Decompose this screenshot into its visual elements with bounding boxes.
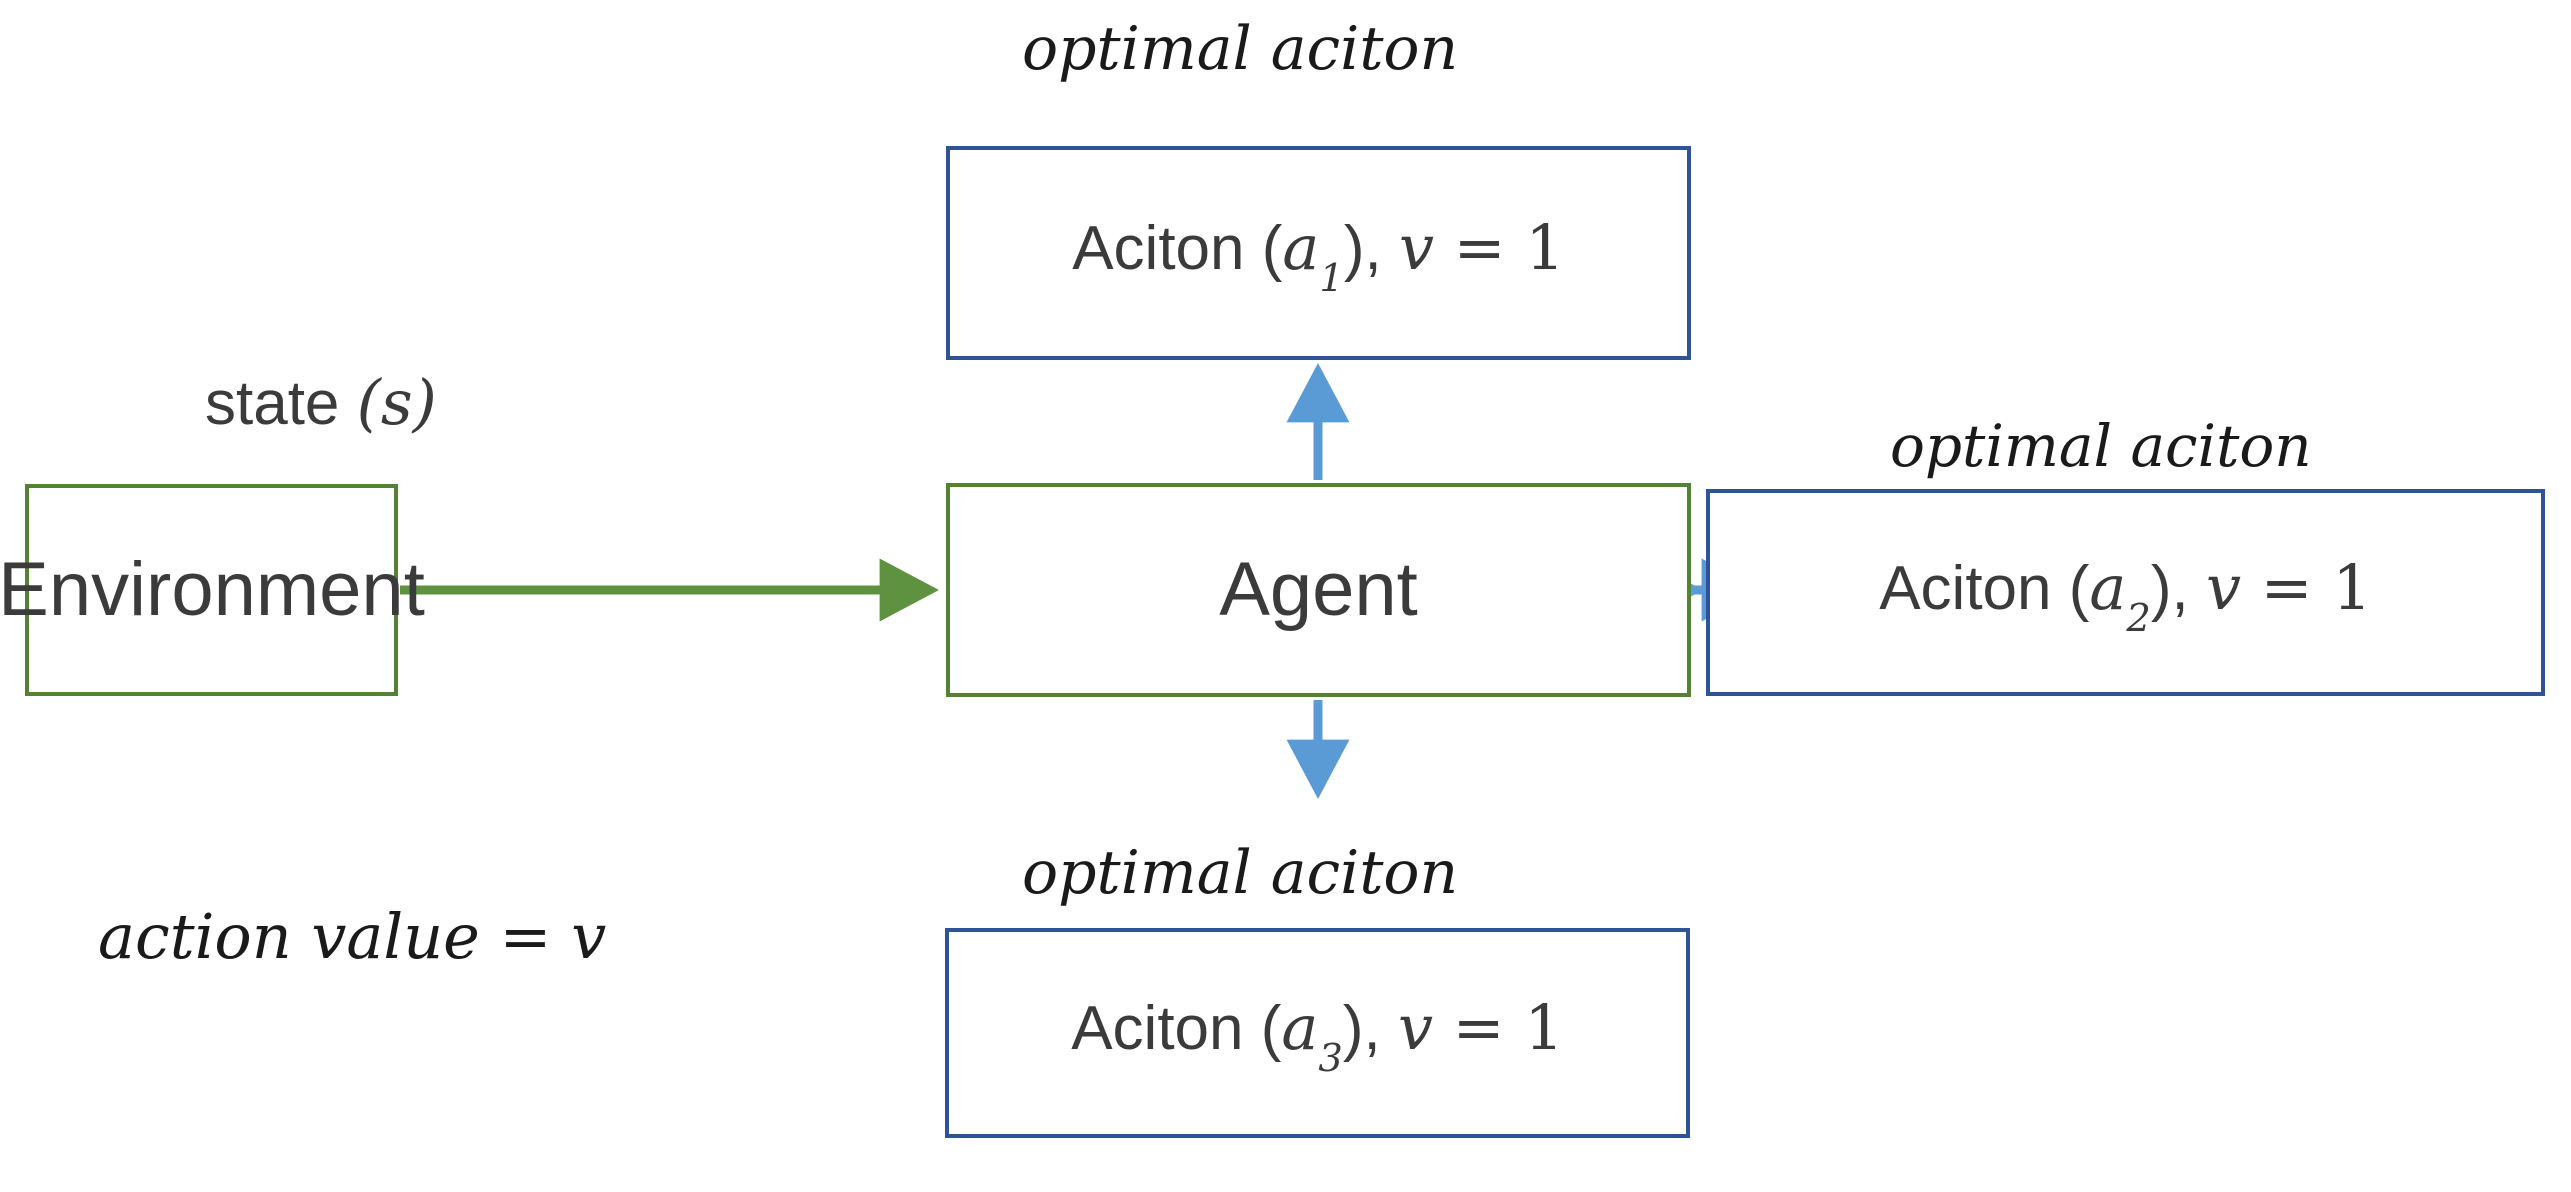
action-2-symbol: a (2089, 550, 2127, 624)
action-3-value: 1 (1524, 991, 1564, 1065)
optimal-action-caption-top: optimal aciton (1022, 14, 1459, 84)
node-environment-label: Environment (0, 547, 425, 633)
state-label-word: state (205, 369, 340, 438)
action-1-suffix: ), (1343, 214, 1399, 284)
action-1-value: 1 (1525, 211, 1565, 285)
action-value-legend-equals: = (479, 900, 572, 973)
optimal-action-caption-right: optimal aciton (1890, 412, 2312, 480)
action-2-prefix: Aciton ( (1879, 553, 2090, 623)
action-value-legend: action value = v (98, 900, 606, 973)
node-action-1[interactable]: Aciton (a1), v = 1 (946, 146, 1691, 360)
state-label-symbol: (s) (356, 366, 437, 439)
action-value-legend-symbol: v (571, 900, 607, 973)
action-1-equals: = (1433, 211, 1526, 285)
action-1-prefix: Aciton ( (1072, 214, 1283, 284)
action-3-value-symbol: v (1397, 991, 1433, 1065)
node-action-2[interactable]: Aciton (a2), v = 1 (1706, 489, 2545, 696)
action-3-symbol: a (1281, 991, 1319, 1065)
action-2-value-symbol: v (2205, 550, 2241, 624)
node-action-3[interactable]: Aciton (a3), v = 1 (945, 928, 1690, 1138)
action-1-symbol: a (1282, 211, 1320, 285)
action-2-suffix: ), (2150, 553, 2206, 623)
node-agent[interactable]: Agent (946, 483, 1691, 697)
optimal-action-caption-bottom: optimal aciton (1022, 838, 1459, 908)
node-action-2-label: Aciton (a2), v = 1 (1879, 550, 2372, 639)
state-label: state (s) (205, 366, 437, 439)
action-value-legend-text: action value (98, 900, 480, 973)
action-2-equals: = (2240, 550, 2333, 624)
action-3-subscript: 3 (1318, 1036, 1343, 1081)
action-3-suffix: ), (1342, 994, 1398, 1064)
node-action-3-label: Aciton (a3), v = 1 (1071, 991, 1564, 1080)
node-agent-label: Agent (1219, 547, 1418, 633)
action-3-prefix: Aciton ( (1071, 994, 1282, 1064)
node-environment[interactable]: Environment (0, 484, 425, 696)
node-action-1-label: Aciton (a1), v = 1 (1072, 211, 1565, 300)
action-2-value: 1 (2332, 550, 2372, 624)
action-2-subscript: 2 (2126, 595, 2151, 641)
action-1-subscript: 1 (1319, 256, 1344, 301)
action-1-value-symbol: v (1398, 211, 1434, 285)
action-3-equals: = (1432, 991, 1525, 1065)
